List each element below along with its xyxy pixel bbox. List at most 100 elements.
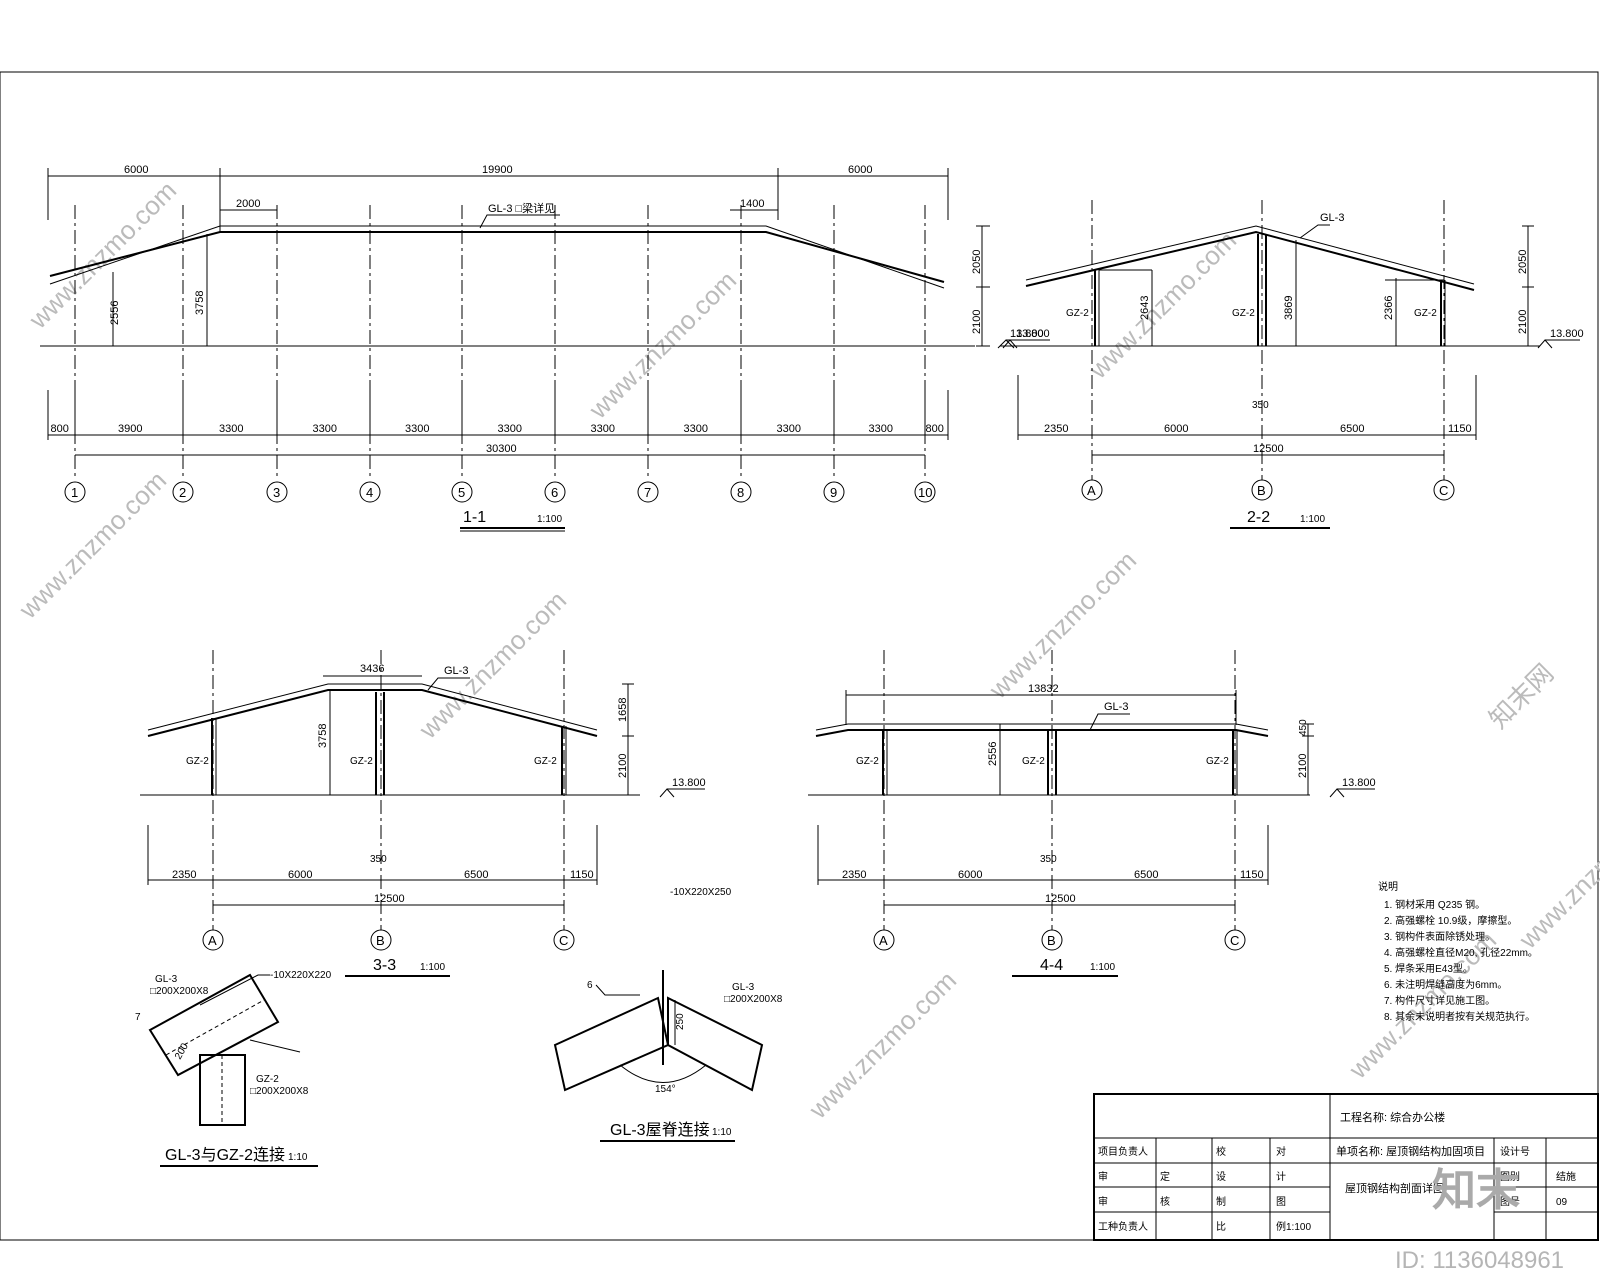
title-block-cell: 计 <box>1276 1170 1286 1183</box>
roof-beam-gl3 <box>49 231 945 283</box>
svg-text:1:100: 1:100 <box>537 514 562 525</box>
section-3-3: GZ-2 GZ-2 GZ-2 3758 1658 2100 13.800 343… <box>140 650 732 977</box>
axis-label: 4 <box>366 485 373 500</box>
svg-text:A: A <box>879 933 888 948</box>
svg-text:□200X200X8: □200X200X8 <box>724 994 783 1005</box>
svg-text:www.znzmo.com: www.znzmo.com <box>802 965 962 1125</box>
axis-bubble <box>451 481 473 503</box>
svg-text:屋顶钢结构剖面详图: 屋顶钢结构剖面详图 <box>1345 1181 1444 1195</box>
svg-text:图号: 图号 <box>1500 1196 1520 1208</box>
note-item: 3. 钢构件表面除锈处理。 <box>1384 930 1495 943</box>
svg-text:3869: 3869 <box>1283 296 1295 320</box>
svg-text:□200X200X8: □200X200X8 <box>150 986 209 997</box>
svg-text:B: B <box>1257 483 1266 498</box>
svg-text:3436: 3436 <box>360 663 384 675</box>
svg-text:250: 250 <box>675 1013 686 1030</box>
notes: 说明 1. 钢材采用 Q235 钢。2. 高强螺栓 10.9级，摩擦型。3. 钢… <box>1378 880 1538 1023</box>
title-block-cell: 设 <box>1216 1171 1226 1183</box>
svg-text:C: C <box>559 933 568 948</box>
svg-text:www.znzmo.com: www.znzmo.com <box>1512 795 1600 955</box>
svg-text:6: 6 <box>587 980 593 991</box>
title-block-cell: 校 <box>1216 1145 1226 1158</box>
section-title: 1-1 <box>463 509 486 526</box>
axis-label: 8 <box>737 485 744 500</box>
axis-bubble <box>64 481 86 503</box>
note-item: 7. 构件尺寸详见施工图。 <box>1384 994 1495 1007</box>
svg-text:2556: 2556 <box>109 301 121 325</box>
axis-label: 1 <box>71 485 78 500</box>
svg-text:www.znzmo.com: www.znzmo.com <box>22 175 182 335</box>
svg-text:2350: 2350 <box>842 869 866 881</box>
svg-text:450: 450 <box>1298 719 1309 736</box>
svg-text:2100: 2100 <box>971 310 983 334</box>
svg-text:6000: 6000 <box>848 164 872 176</box>
svg-text:13.800: 13.800 <box>672 777 706 789</box>
svg-text:350: 350 <box>1252 400 1269 411</box>
svg-text:6000: 6000 <box>1164 423 1188 435</box>
svg-text:GZ-2: GZ-2 <box>1022 756 1045 767</box>
title-block-cell: 工种负责人 <box>1098 1220 1148 1233</box>
svg-text:3758: 3758 <box>317 724 329 748</box>
svg-text:3-3: 3-3 <box>373 957 396 974</box>
title-block-cell: 核 <box>1160 1195 1170 1208</box>
svg-text:A: A <box>208 933 217 948</box>
svg-text:GL-3 □梁详见: GL-3 □梁详见 <box>488 201 555 215</box>
note-item: 2. 高强螺栓 10.9级，摩擦型。 <box>1384 914 1517 927</box>
svg-text:1:100: 1:100 <box>1090 962 1115 973</box>
title-block: 工程名称: 综合办公楼 单项名称: 屋顶钢结构加固项目 屋顶钢结构剖面详图 项目… <box>1093 1093 1599 1241</box>
svg-text:1:10: 1:10 <box>288 1152 308 1163</box>
svg-text:2100: 2100 <box>617 754 629 778</box>
svg-text:-10X220X220: -10X220X220 <box>270 970 332 981</box>
axis-bubble <box>730 481 752 503</box>
svg-text:6500: 6500 <box>464 869 488 881</box>
section-2-2: GZ-2 GZ-2 GZ-2 2643 3869 2366 2050 2100 … <box>1000 200 1584 529</box>
svg-text:2643: 2643 <box>1139 296 1151 320</box>
dimension-label: 3300 <box>591 423 615 435</box>
svg-text:GZ-2: GZ-2 <box>534 756 557 767</box>
watermarks: www.znzmo.com www.znzmo.com www.znzmo.co… <box>12 175 1600 1125</box>
title-block-cell: 定 <box>1160 1170 1170 1183</box>
detail-gl3-ridge: 154° 250 6 GL-3 □200X200X8 GL-3屋脊连接 1:10 <box>553 970 783 1142</box>
svg-text:1400: 1400 <box>740 198 764 210</box>
svg-text:12500: 12500 <box>1253 443 1284 455</box>
svg-text:www.znzmo.com: www.znzmo.com <box>412 585 572 745</box>
svg-text:A: A <box>1087 483 1096 498</box>
svg-text:2100: 2100 <box>1517 310 1529 334</box>
axis-label: 10 <box>918 485 932 500</box>
title-block-cell: 例1:100 <box>1276 1220 1311 1233</box>
svg-text:13.800: 13.800 <box>1550 328 1584 340</box>
dimension-label: 800 <box>926 423 944 435</box>
title-block-cell: 项目负责人 <box>1098 1145 1148 1158</box>
svg-text:12500: 12500 <box>374 893 405 905</box>
section-4-4: GZ-2 GZ-2 GZ-2 2556 450 2100 13.800 1383… <box>808 650 1376 977</box>
svg-text:GZ-2: GZ-2 <box>1414 308 1437 319</box>
svg-text:GZ-2: GZ-2 <box>1206 756 1229 767</box>
svg-text:350: 350 <box>1040 854 1057 865</box>
note-item: 1. 钢材采用 Q235 钢。 <box>1384 898 1485 911</box>
dimension-label: 3300 <box>405 423 429 435</box>
svg-text:6500: 6500 <box>1134 869 1158 881</box>
svg-text:12500: 12500 <box>1045 893 1076 905</box>
note-item: 8. 其余未说明者按有关规范执行。 <box>1384 1010 1535 1023</box>
svg-text:6000: 6000 <box>958 869 982 881</box>
svg-text:7: 7 <box>135 1012 141 1023</box>
svg-text:13.800: 13.800 <box>1342 777 1376 789</box>
svg-text:GL-3: GL-3 <box>1320 212 1344 224</box>
axis-bubble <box>637 481 659 503</box>
title-block-cell: 审 <box>1098 1170 1108 1183</box>
note-item: 5. 焊条采用E43型。 <box>1384 962 1473 975</box>
title-block-cell: 比 <box>1216 1221 1226 1233</box>
svg-text:GL-3: GL-3 <box>1104 701 1128 713</box>
id-label: ID: 1136048961 <box>1395 1247 1564 1274</box>
axis-label: 6 <box>551 485 558 500</box>
svg-text:2556: 2556 <box>987 742 999 766</box>
title-block-cell: 对 <box>1276 1145 1286 1158</box>
dimension-label: 3300 <box>498 423 522 435</box>
svg-text:www.znzmo.com: www.znzmo.com <box>1082 225 1242 385</box>
svg-text:2350: 2350 <box>172 869 196 881</box>
note-item: 4. 高强螺栓直径M20, 孔径22mm。 <box>1384 946 1538 959</box>
logo-watermark: 知末 <box>1432 1166 1520 1215</box>
svg-text:13.800: 13.800 <box>1010 328 1044 340</box>
svg-text:-10X220X250: -10X220X250 <box>670 887 732 898</box>
svg-text:2366: 2366 <box>1383 296 1395 320</box>
